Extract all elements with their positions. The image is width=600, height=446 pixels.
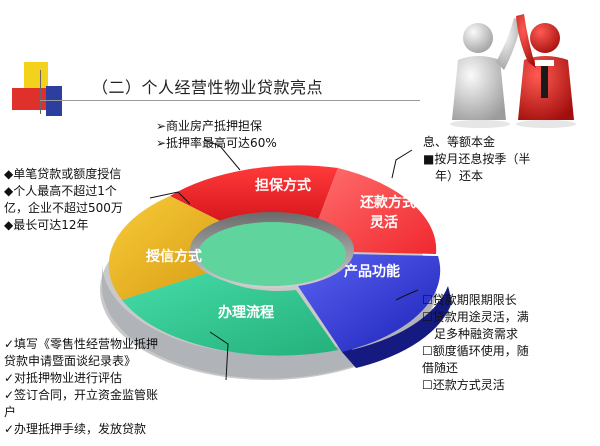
segment-product [298, 254, 441, 352]
ring-center-floor [198, 222, 346, 286]
bullets-repay: 息、等额本金 ■按月还息按季（半 年）还本 [423, 134, 530, 185]
callout-product [395, 289, 419, 301]
callout-process [209, 331, 229, 381]
segment-guarantee [170, 165, 338, 226]
bullet-item: 贷款申请暨面谈纪录表》 [4, 354, 137, 368]
bullet-item: ✓签订合同，开立资金监管账 [4, 388, 159, 402]
bullet-item: 息、等额本金 [423, 135, 496, 149]
bullets-credit: ◆单笔贷款或额度授信 ◆个人最高不超过1个 亿，企业不超过500万 ◆最长可达1… [4, 166, 123, 234]
bullet-item: ☐贷款用途灵活，满 [422, 310, 529, 324]
label-repay-line1: 还款方式 [359, 194, 416, 211]
bullet-item: ➢商业房产抵押担保 [156, 119, 263, 133]
label-credit: 授信方式 [146, 248, 202, 265]
yellow-block [24, 62, 48, 90]
bullet-item: ☐还款方式灵活 [422, 378, 505, 392]
bullets-product: ☐贷款期限期限长 ☐贷款用途灵活，满 足多种融资需求 ☐额度循环使用，随 借随还… [422, 292, 529, 394]
callout-guarantee [204, 139, 241, 171]
bullet-item: ◆单笔贷款或额度授信 [4, 167, 122, 181]
red-block [12, 88, 52, 110]
segment-credit [108, 196, 230, 300]
title-underline [40, 100, 420, 101]
bullet-item: ✓办理抵押手续，发放贷款 [4, 422, 147, 436]
vertical-rule [40, 70, 41, 114]
segment-process [122, 272, 338, 356]
blue-block [46, 86, 62, 116]
bullet-item: ◆最长可达12年 [4, 218, 89, 232]
segment-repay [318, 168, 437, 254]
label-repay-line2: 灵活 [370, 214, 398, 231]
bullet-item: ✓对抵押物业进行评估 [4, 371, 123, 385]
segment-product-side2 [342, 286, 452, 368]
label-guarantee: 担保方式 [255, 177, 311, 194]
label-product: 产品功能 [344, 263, 400, 280]
bullet-item: ➢抵押率最高可达60% [156, 136, 277, 150]
gray-person-icon [450, 18, 522, 128]
bullet-item: ✓填写《零售性经营物业抵押 [4, 337, 159, 351]
callout-repay [391, 149, 413, 179]
bullet-item: ■按月还息按季（半 [423, 152, 531, 166]
page-title: （二）个人经营性物业贷款亮点 [92, 78, 324, 97]
ring-side [102, 262, 437, 379]
bullet-item: ☐额度循环使用，随 [422, 344, 529, 358]
bullet-item: 户 [4, 405, 17, 419]
bullet-item: ◆个人最高不超过1个 [4, 184, 117, 198]
bullet-item: 亿，企业不超过500万 [4, 201, 123, 215]
bullet-item: ☐贷款期限期限长 [422, 293, 517, 307]
bullets-guarantee: ➢商业房产抵押担保 ➢抵押率最高可达60% [156, 118, 277, 152]
bullets-process: ✓填写《零售性经营物业抵押 贷款申请暨面谈纪录表》 ✓对抵押物业进行评估 ✓签订… [4, 336, 158, 438]
label-process: 办理流程 [218, 304, 274, 321]
callout-credit [149, 191, 191, 205]
corner-decoration [0, 0, 80, 120]
bullet-item: 足多种融资需求 [434, 327, 519, 341]
bullet-item: 年）还本 [435, 169, 484, 183]
bullet-item: 借随还 [422, 361, 459, 375]
red-person-icon [516, 14, 576, 128]
